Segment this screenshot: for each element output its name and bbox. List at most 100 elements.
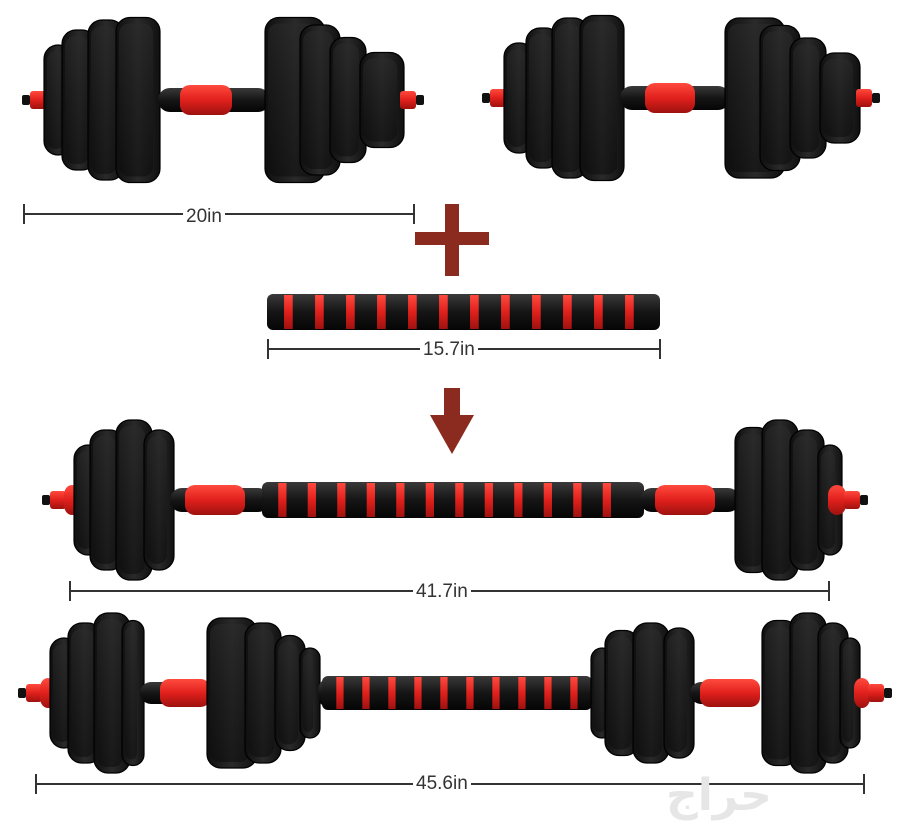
red-grip [700,679,760,707]
plate-highlight [667,634,687,752]
barbell-length-label: 41.7in [413,581,471,603]
red-lock-nut [856,89,872,107]
plate-highlight [147,436,167,564]
arrow-head [430,415,474,454]
red-ring [362,677,370,709]
red-ring [439,295,448,329]
red-ring [284,295,293,329]
plate-highlight [765,426,791,574]
barbell [42,419,868,581]
red-ring [518,677,526,709]
plate-highlight [594,654,606,732]
extended-barbell-length-label: 45.6in [413,773,471,795]
red-ring [602,483,611,517]
red-ring [570,677,578,709]
red-lock-nut [868,684,884,702]
red-ring [594,295,603,329]
red-ring [337,483,346,517]
red-grip [854,678,870,708]
plate-highlight [763,31,793,165]
red-grip [645,83,695,113]
plate-highlight [53,644,71,742]
plate-highlight [765,626,791,760]
red-ring [396,483,405,517]
plate-highlight [303,654,313,732]
plus-vertical [445,204,459,276]
plate-highlight [119,23,153,177]
plate-highlight [97,619,123,767]
red-ring [492,677,500,709]
red-ring [414,677,422,709]
red-lock-nut [490,89,506,107]
plate-highlight [608,636,632,750]
red-lock-nut [50,491,66,509]
plate-highlight [555,24,581,172]
connector-tube [267,294,660,330]
plate-highlight [65,36,89,164]
bar-end [482,93,490,103]
connector-bar [267,294,660,330]
dumbbell-length-label: 20in [183,206,225,228]
bar-end [860,495,868,505]
plate-highlight [738,433,764,567]
arrow-down-icon [430,388,474,454]
dumbbell-right [482,14,880,182]
red-ring [315,295,324,329]
red-lock-nut [400,91,416,109]
red-ring [366,483,375,517]
bar-end [42,495,50,505]
plate-highlight [636,629,662,757]
red-grip [828,485,846,515]
red-grip [185,485,245,515]
plate-highlight [363,58,397,142]
red-ring [544,677,552,709]
plate-highlight [793,619,819,767]
red-ring [388,677,396,709]
plus-icon [415,204,489,276]
red-ring [543,483,552,517]
bar-end [884,688,892,698]
arrow-shaft [444,388,460,418]
plate-highlight [119,426,145,574]
plate-highlight [91,26,117,174]
plate-highlight [47,51,65,149]
plate-highlight [210,624,250,762]
red-grip [655,485,715,515]
red-ring [573,483,582,517]
red-ring [501,295,510,329]
red-ring [470,295,479,329]
red-ring [563,295,572,329]
red-ring [514,483,523,517]
plate-highlight [278,641,298,745]
extended-barbell [18,612,892,774]
plate-highlight [93,436,117,564]
plate-highlight [793,436,817,564]
connector-tube [262,482,644,518]
red-ring [346,295,355,329]
plate-highlight [507,49,527,147]
red-ring [484,483,493,517]
red-ring [307,483,316,517]
red-ring [377,295,386,329]
plate-highlight [71,629,95,757]
red-ring [278,483,287,517]
red-grip [160,679,210,707]
red-ring [625,295,634,329]
plate-highlight [529,34,553,162]
red-lock-nut [30,91,46,109]
red-ring [532,295,541,329]
plate-highlight [793,44,819,152]
bar-end [872,93,880,103]
red-ring [466,677,474,709]
plate-highlight [823,59,853,137]
red-grip [180,85,232,115]
plate-highlight [843,644,853,742]
red-ring [440,677,448,709]
watermark-logo: حراج [666,770,772,821]
red-lock-nut [26,684,42,702]
plate-highlight [333,43,359,157]
red-lock-nut [844,491,860,509]
red-ring [408,295,417,329]
